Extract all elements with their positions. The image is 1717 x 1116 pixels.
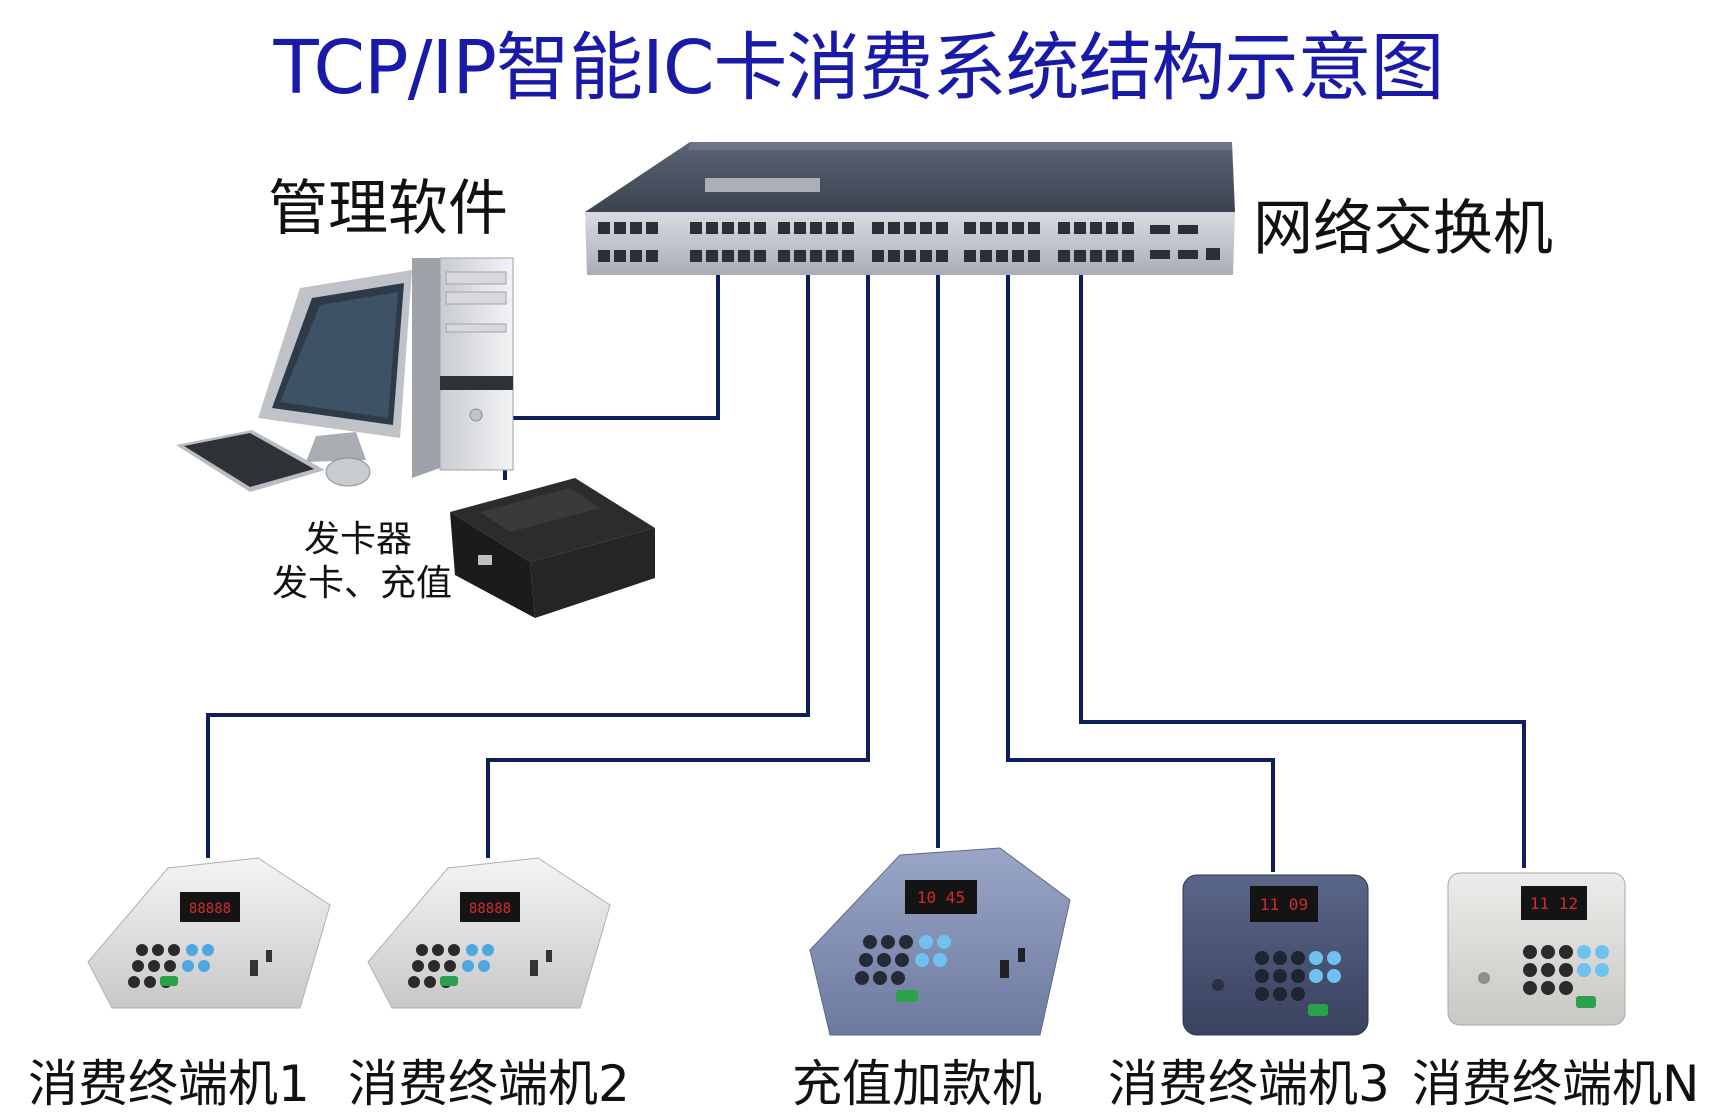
terminal1-label: 消费终端机1 <box>28 1055 310 1113</box>
card-issuer-function-label: 发卡、充值 <box>272 563 453 604</box>
recharge-display: 10 45 <box>917 888 965 907</box>
terminalN-image: 11 12 <box>1447 872 1626 1026</box>
terminal2-label: 消费终端机2 <box>348 1055 630 1113</box>
terminalN-display: 11 12 <box>1530 894 1578 913</box>
card-reader-image <box>450 478 655 618</box>
cable-terminalN <box>1079 258 1526 868</box>
diagram-title: TCP/IP智能IC卡消费系统结构示意图 <box>273 25 1444 111</box>
cable-terminal1 <box>206 258 810 858</box>
terminal2-image: 88888 <box>367 857 611 1009</box>
terminalN-label: 消费终端机N <box>1412 1055 1700 1113</box>
network-switch-image <box>585 142 1235 275</box>
cable-terminal3 <box>1006 258 1275 872</box>
recharge-machine-image: 10 45 <box>809 847 1071 1036</box>
cable-terminal2 <box>486 258 870 858</box>
recharge-machine-label: 充值加款机 <box>792 1055 1042 1113</box>
svg-text:88888: 88888 <box>189 901 231 917</box>
computer-image <box>176 257 514 492</box>
terminal1-image: 88888 <box>87 857 331 1009</box>
network-switch-label: 网络交换机 <box>1253 194 1553 264</box>
svg-text:88888: 88888 <box>469 901 511 917</box>
management-software-label: 管理软件 <box>268 174 508 244</box>
cable-pc <box>508 258 720 420</box>
network-cables <box>206 258 1526 872</box>
card-issuer-label: 发卡器 <box>304 519 413 560</box>
terminal3-image: 11 09 <box>1182 874 1369 1036</box>
terminal3-display: 11 09 <box>1260 895 1308 914</box>
terminal3-label: 消费终端机3 <box>1108 1055 1390 1113</box>
